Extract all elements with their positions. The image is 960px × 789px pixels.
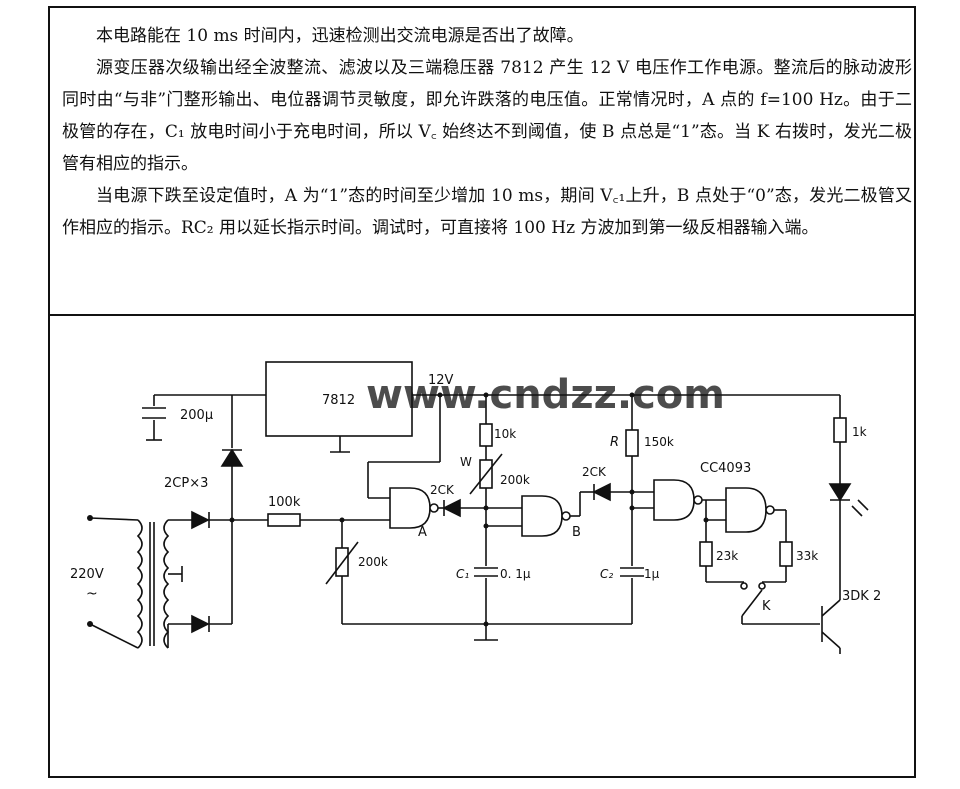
diode-b-label: 2CK <box>582 465 607 479</box>
filter-cap-label: 200μ <box>180 408 213 423</box>
nand-gate-2 <box>521 495 563 537</box>
c1-value: 0. 1μ <box>500 567 531 581</box>
pot-sensitivity-label: 200k <box>358 555 388 569</box>
c2-value: 1μ <box>644 567 660 581</box>
paragraph-1: 本电路能在 10 ms 时间内，迅速检测出交流电源是否出了故障。 <box>96 26 584 46</box>
pot-w-value: 200k <box>500 473 530 487</box>
r-23k-label: 23k <box>716 549 738 563</box>
ic-label: CC4093 <box>700 461 751 476</box>
node-b-label: B <box>572 525 581 540</box>
transistor-label: 3DK 2 <box>842 589 881 604</box>
nand-gate-4 <box>725 487 767 533</box>
transformer-secondary <box>163 519 170 649</box>
c1-label: C₁ <box>456 567 469 581</box>
switch-label: K <box>762 599 771 614</box>
watermark: www.cndzz.com <box>366 372 725 418</box>
description-text: 本电路能在 10 ms 时间内，迅速检测出交流电源是否出了故障。 源变压器次级输… <box>62 20 912 244</box>
led-symbol <box>828 483 852 502</box>
r-10k-label: 10k <box>494 427 516 441</box>
diodes-label: 2CP×3 <box>164 476 208 491</box>
nand-gate-1 <box>389 487 431 529</box>
pot-w-label: W <box>460 455 472 469</box>
nand-gate-3 <box>653 479 695 521</box>
mains-symbol: ~ <box>86 586 98 602</box>
r-33k-label: 33k <box>796 549 818 563</box>
node-a-label: A <box>418 525 427 540</box>
regulator-label: 7812 <box>322 393 355 408</box>
transformer-primary <box>136 519 143 649</box>
paragraph-2: 源变压器次级输出经全波整流、滤波以及三端稳压器 7812 产生 12 V 电压作… <box>62 58 912 174</box>
r-1k-label: 1k <box>852 425 867 439</box>
figure-frame <box>48 6 916 778</box>
r-150k-label: 150k <box>644 435 674 449</box>
diode-a-label: 2CK <box>430 483 455 497</box>
r-label: R <box>610 435 619 450</box>
mains-label: 220V <box>70 567 104 582</box>
c2-label: C₂ <box>600 567 613 581</box>
diode-symbol <box>220 448 244 467</box>
section-divider <box>48 314 916 316</box>
regulator-7812 <box>265 361 413 437</box>
supply-label: 12V <box>428 373 454 388</box>
paragraph-3: 当电源下跌至设定值时，A 为“1”态的时间至少增加 10 ms，期间 V꜀₁上升… <box>62 186 912 238</box>
r-input-label: 100k <box>268 495 301 510</box>
